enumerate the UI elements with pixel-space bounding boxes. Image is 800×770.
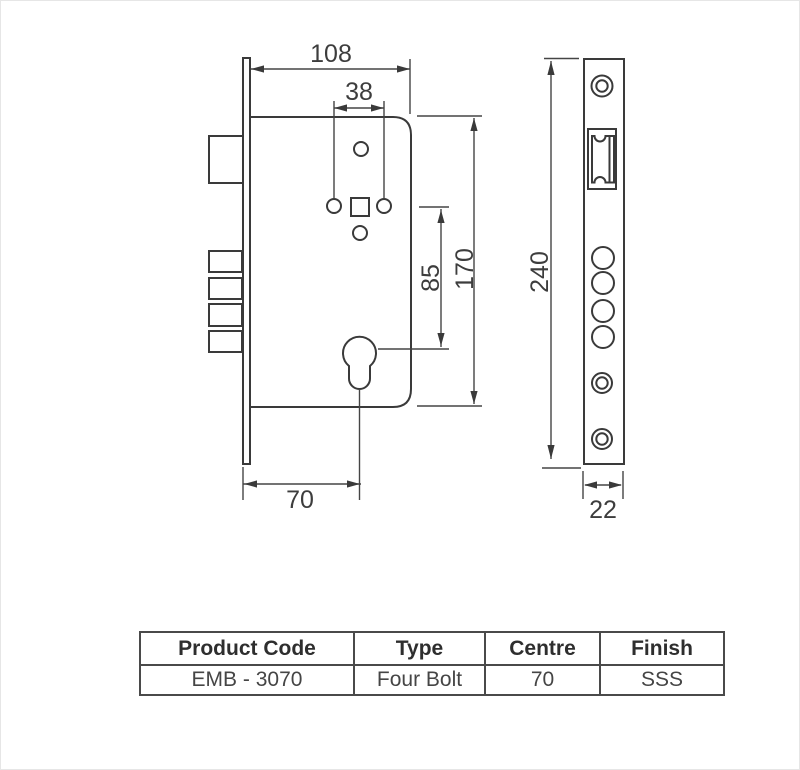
mortise-lock-technical-drawing: 108 38 85 170 xyxy=(208,40,625,524)
dim-label-108: 108 xyxy=(310,40,352,68)
dimension-38: 38 xyxy=(333,78,385,198)
bolt-4 xyxy=(208,330,243,353)
latch-bolt-front xyxy=(591,135,615,184)
header-product-code: Product Code xyxy=(139,631,355,666)
bolt-1 xyxy=(208,250,243,273)
faceplate-edge xyxy=(242,57,251,465)
dimension-240: 240 xyxy=(526,57,581,469)
screw-hole-top-inner xyxy=(595,79,609,93)
screw-hole-bottom-inner xyxy=(595,432,609,446)
header-finish: Finish xyxy=(599,631,725,666)
four-bolt-holes-front xyxy=(591,246,615,349)
bolt-3 xyxy=(208,303,243,327)
spec-value-row: EMB - 3070 Four Bolt 70 SSS xyxy=(139,664,725,696)
header-type: Type xyxy=(353,631,486,666)
bolt-hole-3 xyxy=(591,299,615,323)
dimension-70: 70 xyxy=(242,467,361,514)
screw-hole-bottom-outer xyxy=(591,428,613,450)
lock-side-view xyxy=(208,57,412,500)
four-bolts-side xyxy=(208,250,243,353)
lower-fixing-hole xyxy=(352,225,368,241)
dim-label-70: 70 xyxy=(286,486,314,514)
dim-label-38: 38 xyxy=(345,78,373,106)
dimension-22: 22 xyxy=(582,471,624,524)
bolt-hole-1 xyxy=(591,246,615,270)
dim-label-85: 85 xyxy=(417,264,445,292)
dim-label-170: 170 xyxy=(451,248,479,290)
value-product-code: EMB - 3070 xyxy=(139,664,355,696)
dimension-170: 170 xyxy=(417,115,482,407)
product-spec-table: Product Code Type Centre Finish EMB - 30… xyxy=(139,631,725,696)
left-spindle-hole xyxy=(326,198,342,214)
screw-hole-mid-outer xyxy=(591,372,613,394)
faceplate-front xyxy=(583,58,625,465)
euro-cylinder-keyhole xyxy=(342,335,377,390)
screw-hole-top-outer xyxy=(590,74,614,98)
value-centre: 70 xyxy=(484,664,601,696)
dim-label-240: 240 xyxy=(526,251,554,293)
header-centre: Centre xyxy=(484,631,601,666)
screw-hole-mid-inner xyxy=(595,376,609,390)
bolt-2 xyxy=(208,277,243,300)
bolt-hole-2 xyxy=(591,271,615,295)
latch-bolt-side xyxy=(208,135,244,184)
lock-body xyxy=(249,116,412,408)
value-finish: SSS xyxy=(599,664,725,696)
value-type: Four Bolt xyxy=(353,664,486,696)
latch-cutout xyxy=(587,128,617,190)
spec-header-row: Product Code Type Centre Finish xyxy=(139,631,725,666)
right-spindle-hole xyxy=(376,198,392,214)
follower-square xyxy=(350,197,370,217)
dimension-85: 85 xyxy=(378,206,449,350)
bolt-hole-4 xyxy=(591,325,615,349)
faceplate-front-view xyxy=(583,58,625,465)
dim-label-22: 22 xyxy=(589,496,617,524)
dimension-108: 108 xyxy=(251,40,411,114)
top-fixing-hole xyxy=(353,141,369,157)
